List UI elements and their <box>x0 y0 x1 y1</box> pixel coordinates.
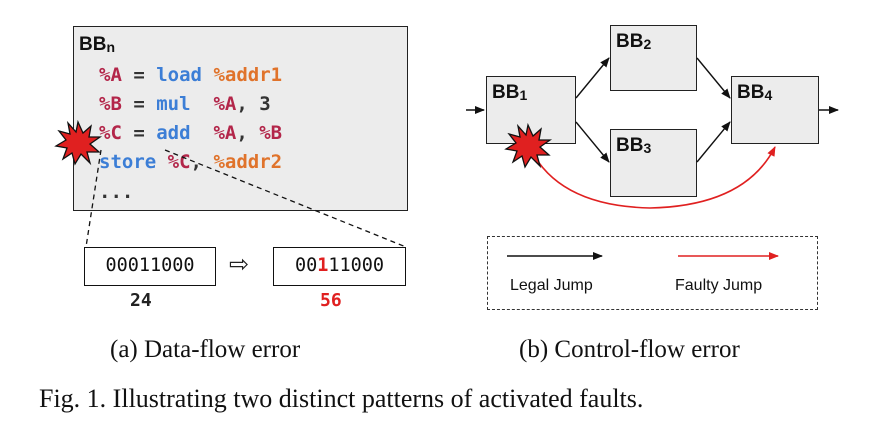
figure-caption: Fig. 1. Illustrating two distinct patter… <box>39 384 644 413</box>
legend-faulty-label: Faulty Jump <box>675 277 763 294</box>
transform-arrow-icon: ⇨ <box>229 250 250 278</box>
bb1-label: BB1 <box>492 82 528 103</box>
subcaption-b: (b) Control-flow error <box>519 336 740 363</box>
dashed-link-right <box>164 149 407 248</box>
flipped-bit: 1 <box>317 255 329 276</box>
basic-block-bb2: BB2 <box>610 25 697 91</box>
subcaption-a: (a) Data-flow error <box>110 336 301 363</box>
code-line-1: %A = load %addr1 <box>99 64 283 86</box>
bb4-label: BB4 <box>737 82 773 103</box>
legend-box: Legal Jump Faulty Jump <box>487 236 818 310</box>
code-line-5: ... <box>99 181 134 203</box>
code-line-4: store %C, %addr2 <box>99 151 283 173</box>
code-line-3: %C = add %A, %B <box>99 122 283 144</box>
faulty-jump-edge <box>530 146 776 209</box>
faulty-bits-box: 00111000 <box>273 247 406 286</box>
fault-star-icon-b <box>504 122 553 169</box>
original-bits-box: 00011000 <box>84 247 216 286</box>
code-block-title: BBn <box>79 34 116 55</box>
legend-legal-label: Legal Jump <box>510 277 593 294</box>
bb2-label: BB2 <box>616 31 652 52</box>
edge-bb1-bb3 <box>575 121 610 163</box>
dashed-link-left <box>85 149 102 248</box>
faulty-value: 56 <box>320 290 342 311</box>
fault-star-icon-a <box>54 119 103 166</box>
basic-block-bb4: BB4 <box>731 76 819 144</box>
original-value: 24 <box>130 290 152 311</box>
bb3-label: BB3 <box>616 135 652 156</box>
code-line-2: %B = mul %A, 3 <box>99 93 271 115</box>
edge-bb1-bb2 <box>575 57 610 99</box>
edge-bb3-bb4 <box>696 121 731 163</box>
basic-block-bb3: BB3 <box>610 129 697 197</box>
edge-bb2-bb4 <box>696 57 731 99</box>
